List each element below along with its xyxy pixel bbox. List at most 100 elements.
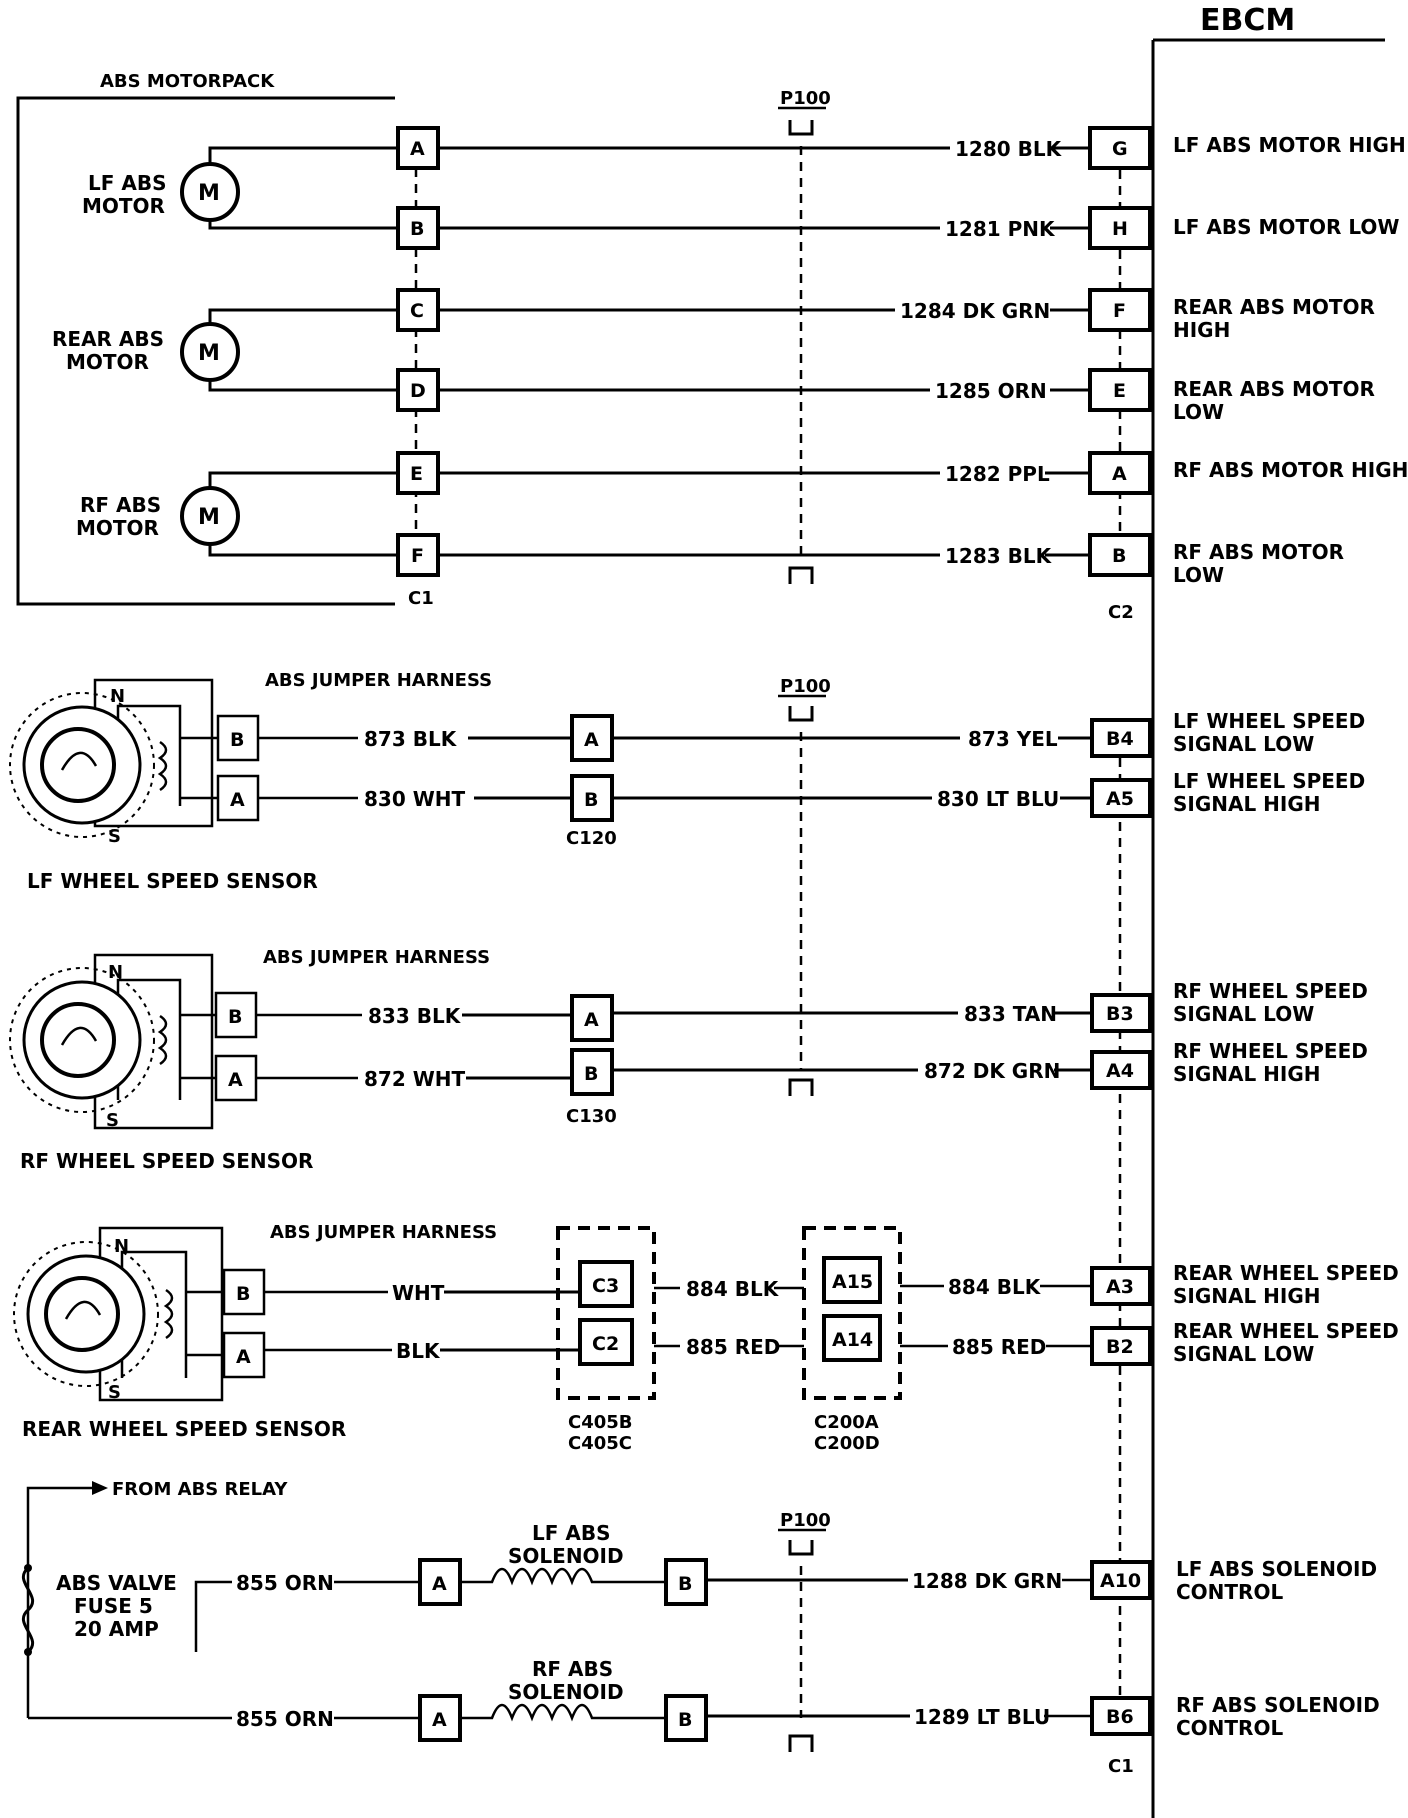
ebcm-pin-b4 (1090, 718, 1152, 758)
rf-sensor-pin-a-label: A (228, 1069, 243, 1091)
rear-sensor-coil (163, 1288, 174, 1340)
c405-pin-c2-label: C2 (592, 1333, 619, 1355)
motor-rear-name-1: REAR ABS (52, 327, 164, 351)
c130-pin-b (570, 1048, 614, 1096)
ebcm-func-b-1: RF ABS MOTOR (1173, 540, 1344, 564)
wire-1281-label: 1281 PNK (945, 217, 1056, 241)
lf-sensor-coil (157, 740, 168, 792)
ebcm-func-b4-1: LF WHEEL SPEED (1173, 709, 1365, 733)
ebcm-title: EBCM (1200, 3, 1295, 38)
wire-833-blk-label: 833 BLK (368, 1004, 462, 1028)
motorpack-pin-b-label: B (410, 218, 424, 240)
c200-connector-outline (802, 1226, 902, 1400)
ebcm-pin-g (1088, 126, 1152, 170)
rf-sensor-arc (60, 1026, 98, 1046)
ebcm-func-a-1: RF ABS MOTOR HIGH (1173, 458, 1408, 482)
c405-connector-outline (556, 1226, 656, 1400)
rear-sensor-pin-a-label: A (236, 1346, 251, 1368)
rf-solenoid-name-2: SOLENOID (508, 1680, 624, 1704)
ebcm-func-a3-2: SIGNAL HIGH (1173, 1284, 1321, 1308)
rear-sensor-tone-wheel (13, 1241, 159, 1387)
c130-label: C130 (566, 1106, 617, 1127)
ebcm-pin-b-label: B (1112, 545, 1126, 567)
lf-sensor-pin-b-label: B (230, 729, 244, 751)
motor-lf-name-1: LF ABS (88, 171, 167, 195)
ebcm-func-a10-1: LF ABS SOLENOID (1176, 1557, 1377, 1581)
ebcm-func-a4-2: SIGNAL HIGH (1173, 1062, 1321, 1086)
rf-solenoid-pin-a-label: A (432, 1709, 447, 1731)
motor-circuit-e: E 1282 PPL A RF ABS MOTOR HIGH (396, 451, 1408, 495)
motorpack-pin-d (396, 368, 440, 412)
motor-rear-symbol-label: M (198, 341, 220, 366)
lf-solenoid-pin-b (664, 1558, 708, 1606)
ebcm-c2-label: C2 (1108, 602, 1134, 623)
motorpack-pin-b (396, 206, 440, 250)
ebcm-pin-b6-label: B6 (1106, 1706, 1134, 1728)
ebcm-pin-g-label: G (1112, 138, 1128, 160)
motor-circuit-a: A 1280 BLK G LF ABS MOTOR HIGH (396, 126, 1406, 170)
motor-rf-symbol (180, 486, 240, 546)
wire-885-mid-label: 885 RED (686, 1335, 780, 1359)
ebcm-pin-f (1088, 288, 1152, 332)
motor-rear-name-2: MOTOR (66, 350, 149, 374)
c200-label-1: C200A (814, 1412, 879, 1433)
wire-873-yel-label: 873 YEL (968, 727, 1058, 751)
motor-lf-symbol (180, 162, 240, 222)
ebcm-func-b6-1: RF ABS SOLENOID (1176, 1693, 1380, 1717)
motor-rf-name-2: MOTOR (76, 516, 159, 540)
c200-label-2: C200D (814, 1433, 880, 1454)
wire-830-wht-label: 830 WHT (364, 787, 466, 811)
wire-1288-label: 1288 DK GRN (912, 1569, 1062, 1593)
rf-sensor-core (40, 1002, 116, 1078)
ebcm-func-a5-1: LF WHEEL SPEED (1173, 769, 1365, 793)
rf-wheel-speed-sensor: ABS JUMPER HARNESS N S B A RF WHEEL SPEE… (9, 947, 1368, 1173)
ebcm-func-h-1: LF ABS MOTOR LOW (1173, 215, 1399, 239)
ebcm-pin-a (1088, 451, 1152, 495)
c405-label-2: C405C (568, 1433, 632, 1454)
ebcm-func-b6-2: CONTROL (1176, 1716, 1283, 1740)
ebcm-func-b2-1: REAR WHEEL SPEED (1173, 1319, 1399, 1343)
fuse-label-3: 20 AMP (74, 1617, 159, 1641)
ebcm-func-b3-2: SIGNAL LOW (1173, 1002, 1314, 1026)
rf-sensor-magnet-ring (22, 980, 142, 1100)
ebcm-func-e-2: LOW (1173, 400, 1224, 424)
ebcm-pin-f-label: F (1113, 300, 1126, 322)
p100-mid-bracket (788, 706, 814, 722)
p100-top-bracket (788, 120, 814, 136)
wire-855-rf-label: 855 ORN (236, 1707, 334, 1731)
c200-pin-a15-label: A15 (832, 1271, 873, 1293)
c405-pin-c3-label: C3 (592, 1275, 619, 1297)
c130-pin-b-label: B (584, 1063, 598, 1085)
p100-bottom-bracket-3 (788, 1734, 814, 1752)
ebcm-pin-b2-label: B2 (1106, 1336, 1134, 1358)
p100-bottom-bracket-2 (788, 1078, 814, 1096)
wire-1283-label: 1283 BLK (945, 544, 1053, 568)
rf-sensor-pin-a (214, 1054, 258, 1102)
rear-sensor-pin-a (222, 1331, 266, 1379)
rear-sensor-s: S (108, 1382, 121, 1403)
wire-855-lf-label: 855 ORN (236, 1571, 334, 1595)
motorpack-title: ABS MOTORPACK (100, 71, 275, 92)
motorpack-c1-label: C1 (408, 588, 434, 609)
rf-sensor-coil (157, 1014, 168, 1066)
fuse-symbol (21, 1566, 35, 1654)
motorpack-pin-e (396, 451, 440, 495)
lf-sensor-title: LF WHEEL SPEED SENSOR (27, 869, 318, 893)
lf-solenoid: 855 ORN A LF ABS SOLENOID B 1288 DK GRN … (236, 1521, 1377, 1606)
wire-884-ebcm-label: 884 BLK (948, 1275, 1042, 1299)
c405-pin-c2 (578, 1318, 634, 1366)
motorpack-pin-e-label: E (410, 463, 423, 485)
ebcm-pin-e-label: E (1113, 380, 1126, 402)
c130-pin-a-label: A (584, 1009, 599, 1031)
rf-solenoid: 855 ORN A RF ABS SOLENOID B 1289 LT BLU … (236, 1657, 1380, 1742)
motor-circuit-f: F 1283 BLK B RF ABS MOTOR LOW (396, 533, 1344, 587)
rear-sensor-arc (64, 1300, 102, 1320)
relay-feed-line (26, 1486, 92, 1718)
rear-sensor-title: REAR WHEEL SPEED SENSOR (22, 1417, 346, 1441)
motor-rear: M REAR ABS MOTOR (52, 308, 398, 392)
lf-solenoid-name-1: LF ABS (532, 1521, 611, 1545)
rf-solenoid-pin-b (664, 1694, 708, 1742)
c200-pin-a14 (822, 1314, 882, 1362)
wire-873-blk-label: 873 BLK (364, 727, 458, 751)
